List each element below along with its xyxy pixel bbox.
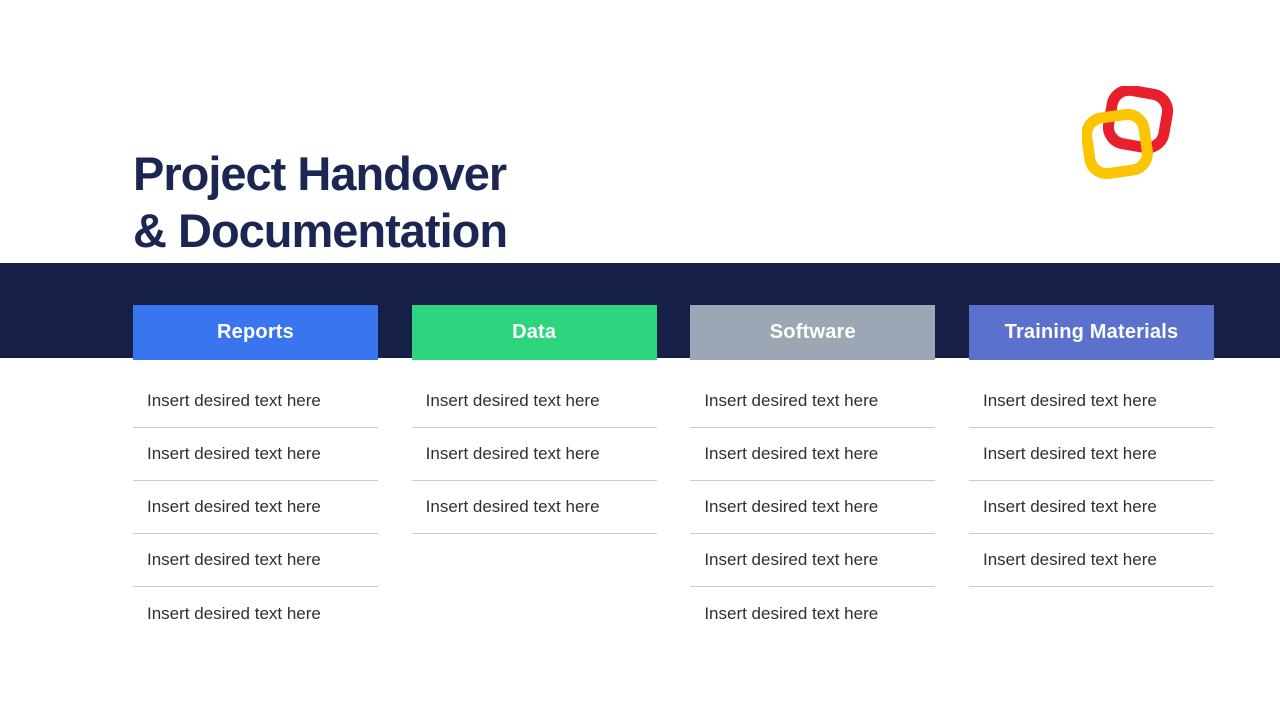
placeholder-text: Insert desired text here [147, 603, 321, 623]
placeholder-text: Insert desired text here [147, 497, 321, 516]
column-header-reports: Reports [133, 305, 378, 360]
brand-logo-icon [1081, 84, 1174, 180]
page-title-line1: Project Handover [133, 147, 507, 201]
placeholder-text: Insert desired text here [704, 497, 879, 516]
column-header-data: Data [411, 305, 657, 360]
placeholder-text: Insert desired text here [982, 444, 1157, 463]
list-item: Insert desired text here [690, 534, 936, 587]
placeholder-text: Insert desired text here [704, 444, 879, 463]
placeholder-text: Insert desired text here [982, 497, 1157, 516]
list-item: Insert desired text here [968, 534, 1214, 587]
page-title-line2: & Documentation [133, 204, 508, 258]
placeholder-text: Insert desired text here [425, 391, 600, 410]
page-title: Project Handover & Documentation [133, 145, 508, 259]
list-item: Insert desired text here [133, 428, 378, 481]
list-item: Insert desired text here [133, 481, 378, 534]
logo-yellow-squircle [1081, 108, 1153, 180]
list-item: Insert desired text here [133, 534, 378, 587]
placeholder-text: Insert desired text here [425, 497, 600, 516]
list-item: Insert desired text here [411, 375, 657, 428]
placeholder-text: Insert desired text here [425, 444, 600, 463]
column-header-software: Software [690, 305, 936, 360]
list-item: Insert desired text here [690, 375, 936, 428]
list-item: Insert desired text here [411, 481, 657, 534]
list-item: Insert desired text here [968, 481, 1214, 534]
list-item: Insert desired text here [133, 587, 378, 640]
placeholder-text: Insert desired text here [147, 444, 321, 463]
placeholder-text: Insert desired text here [704, 603, 879, 623]
placeholder-text: Insert desired text here [982, 550, 1157, 569]
list-item: Insert desired text here [690, 481, 936, 534]
placeholder-text: Insert desired text here [704, 550, 879, 569]
column-header-training-materials: Training Materials [968, 305, 1214, 360]
brand-logo [1081, 84, 1174, 182]
list-item: Insert desired text here [968, 428, 1214, 481]
list-item: Insert desired text here [690, 587, 935, 640]
placeholder-text: Insert desired text here [147, 391, 321, 410]
placeholder-text: Insert desired text here [147, 550, 321, 569]
list-item: Insert desired text here [133, 375, 378, 428]
placeholder-text: Insert desired text here [704, 391, 879, 410]
list-item: Insert desired text here [690, 428, 936, 481]
list-item: Insert desired text here [968, 375, 1214, 428]
placeholder-text: Insert desired text here [982, 391, 1157, 410]
column-training-materials: Training Materials Insert desired text h… [968, 305, 1214, 640]
list-item: Insert desired text here [411, 428, 657, 481]
